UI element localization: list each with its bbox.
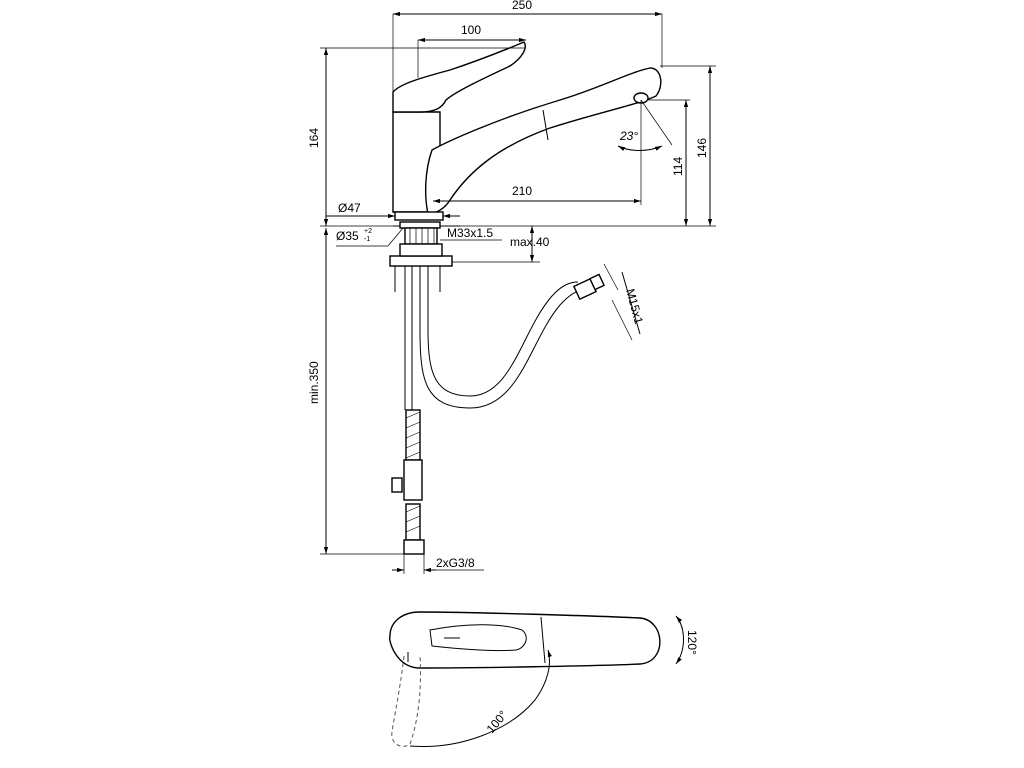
dim-deck-thickness: max.40: [510, 235, 550, 249]
top-spray-seam: [540, 616, 546, 664]
pullout-hose: [419, 273, 605, 409]
dim-lever-rotation: 100°: [484, 708, 511, 736]
dim-spout-reach: 210: [512, 184, 532, 198]
dimension-labels: 250 100 164 146 114 210 23° Ø47 Ø35 +2 -…: [307, 0, 709, 736]
mounting-washer: [399, 221, 441, 229]
dim-spray-angle: 23°: [619, 129, 638, 143]
faucet-top-view: [389, 611, 684, 748]
dim-lever-width: 100: [461, 23, 481, 37]
lever-slot: [429, 624, 527, 652]
dim-overall-width: 250: [512, 0, 532, 12]
dim-outlet-height: 114: [671, 157, 685, 176]
spout-rotation-arc: [675, 615, 684, 665]
mounting-hardware: [389, 221, 453, 292]
shank-thread-lines: [409, 228, 435, 244]
dim-base-diameter: Ø47: [338, 201, 361, 215]
braided-hose-lower: [405, 503, 421, 541]
spray-head-seam: [542, 109, 549, 141]
dim-hole-diameter: Ø35: [336, 229, 359, 243]
dim-spout-height: 146: [695, 138, 709, 158]
dim-hose-length: min.350: [307, 361, 321, 404]
base-ring: [394, 211, 444, 221]
dim-height-total: 164: [307, 128, 321, 148]
lever-rotated-position: [391, 655, 421, 747]
dim-connection: 2xG3/8: [436, 556, 475, 570]
dim-hose-thread: M15x1: [623, 287, 646, 326]
supply-hoses: [391, 266, 429, 555]
lever-rotation-arc: [409, 649, 552, 748]
dim-hole-tol-plus: +2: [364, 228, 372, 235]
faucet-side-view: [392, 41, 662, 227]
lever-handle: [392, 41, 526, 113]
dimension-lines: [320, 11, 716, 574]
clamp-nut: [399, 243, 443, 257]
spout-top-outline: [389, 611, 661, 669]
hose-fitting: [403, 459, 423, 501]
g38-connector: [403, 539, 425, 555]
dim-thread: M33x1.5: [447, 226, 493, 240]
hose-nut: [589, 273, 605, 291]
hose-clip: [391, 477, 403, 493]
dim-hole-tol-minus: -1: [364, 236, 370, 243]
dim-spout-rotation: 120°: [685, 630, 699, 655]
clamp-plate: [389, 255, 453, 267]
